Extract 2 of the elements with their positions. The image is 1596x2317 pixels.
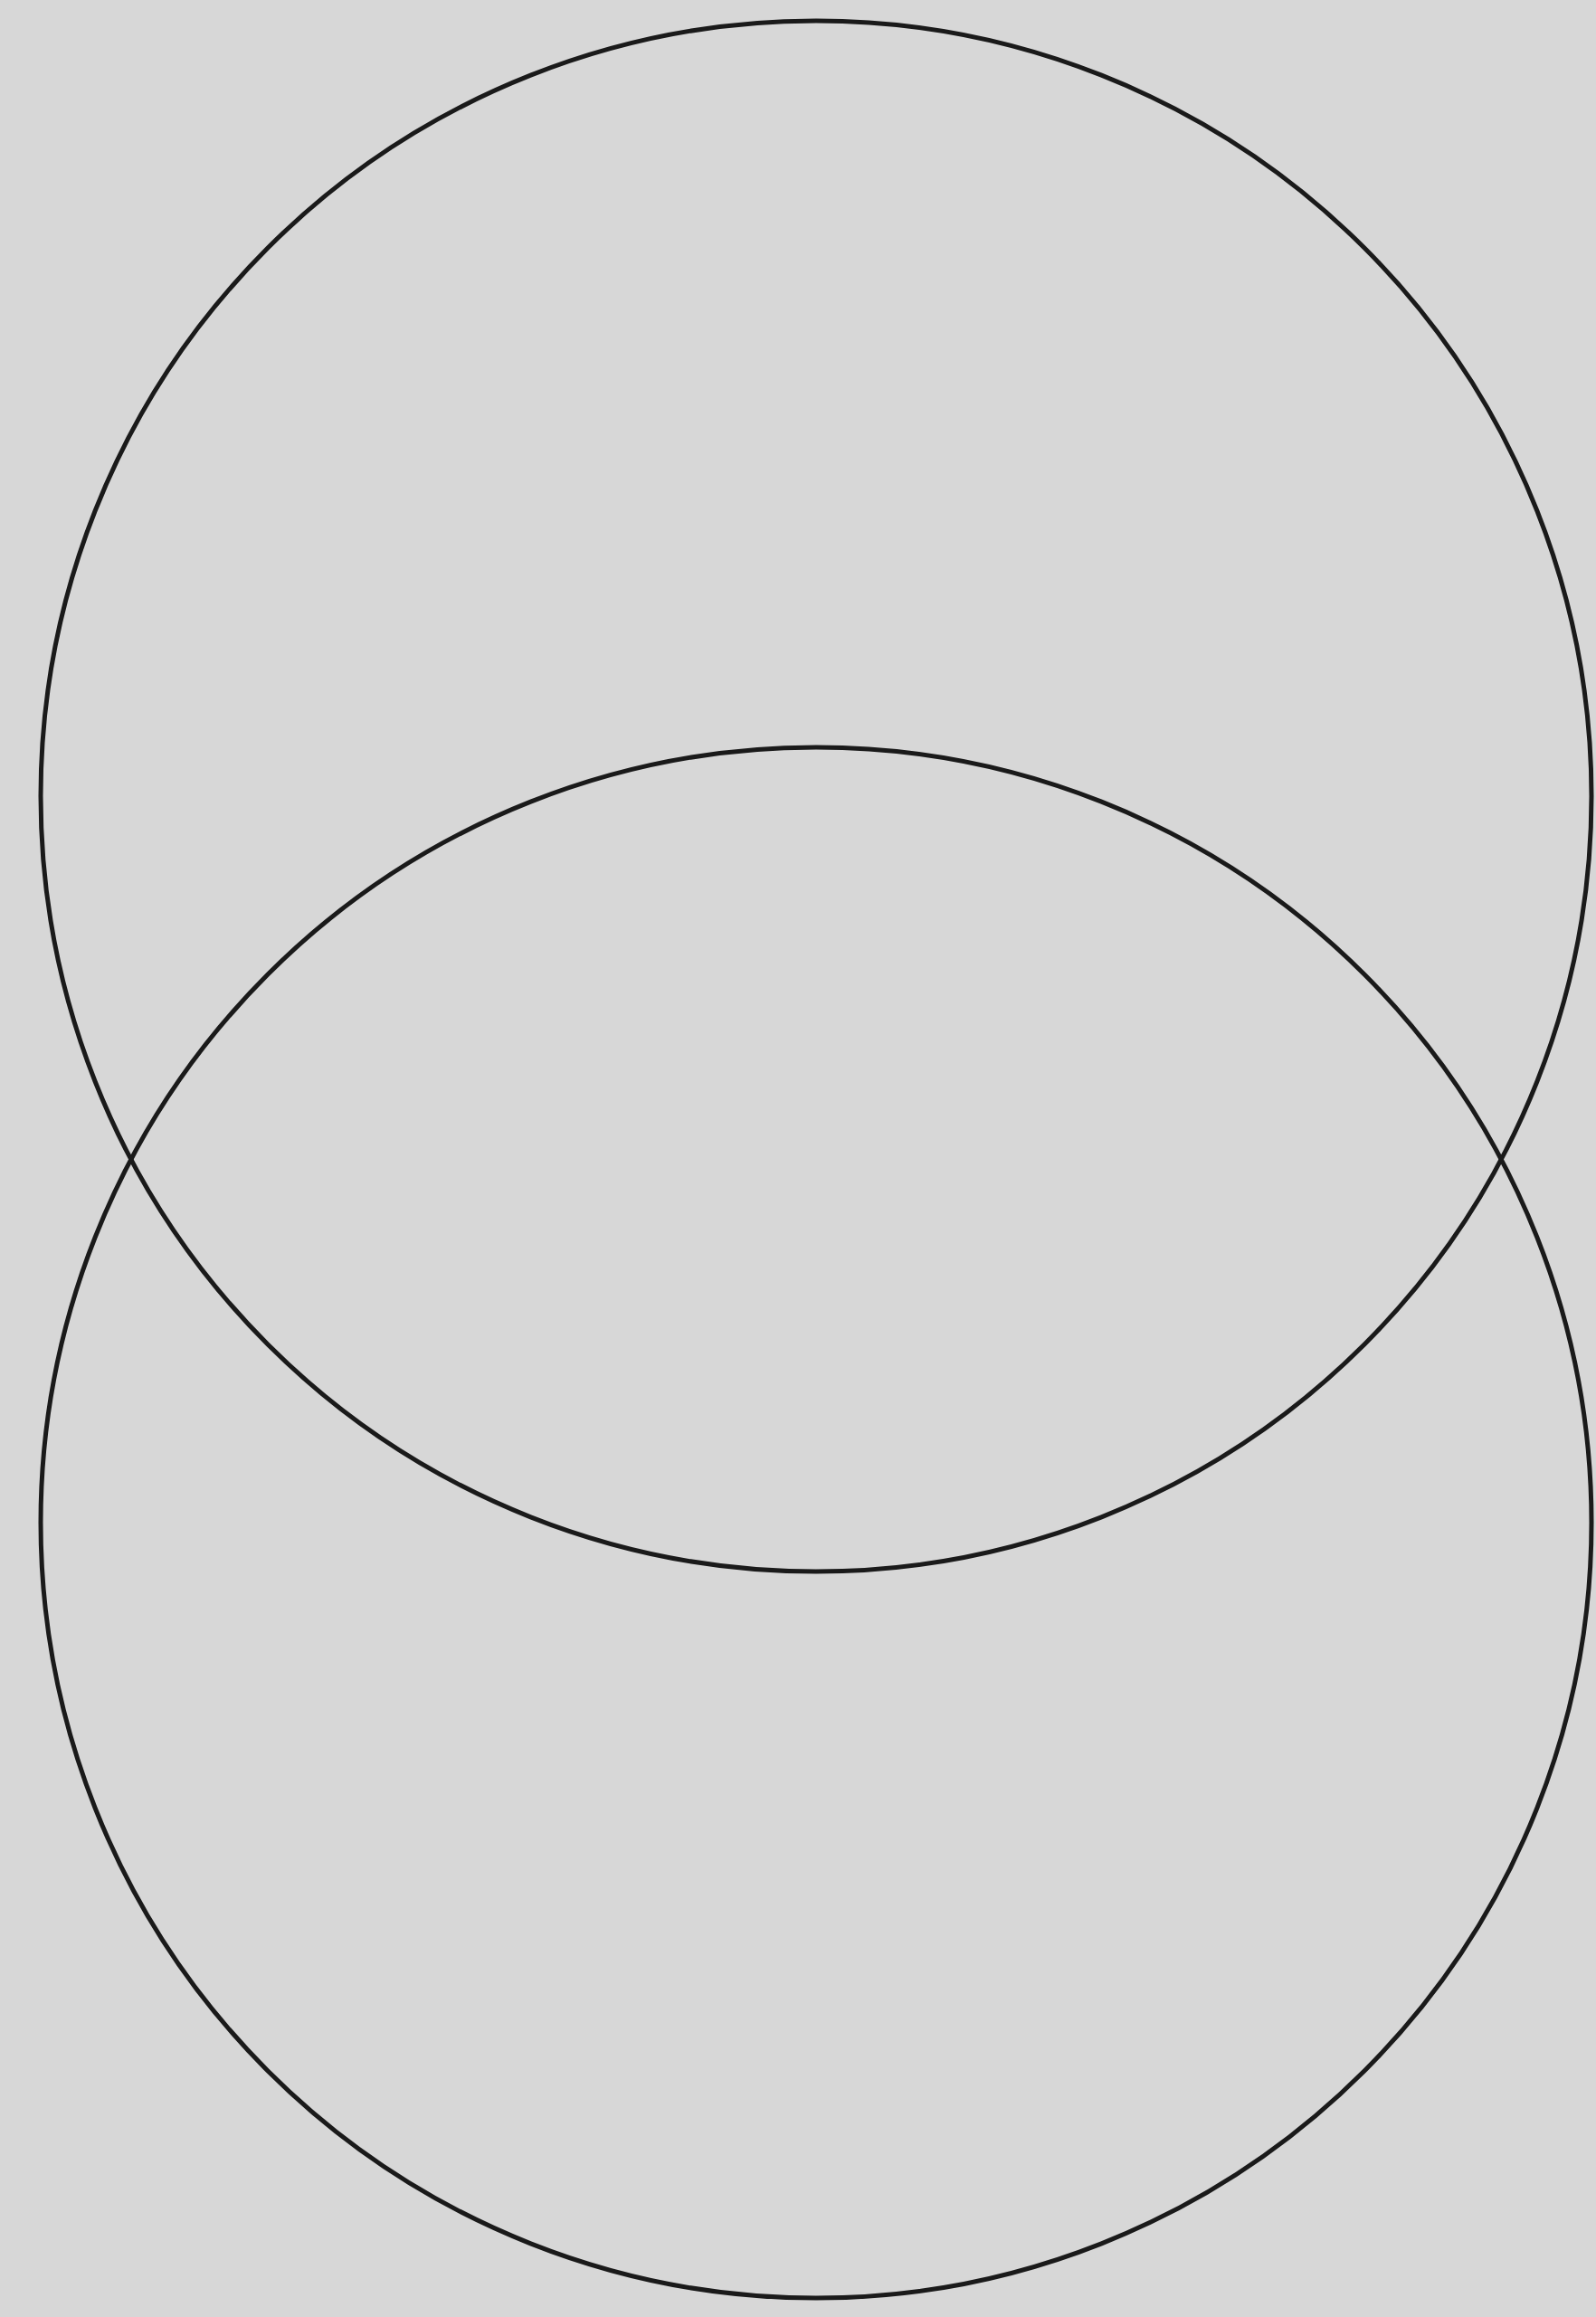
circle-outline xyxy=(38,18,1594,1574)
circle-outline xyxy=(38,745,1594,2301)
